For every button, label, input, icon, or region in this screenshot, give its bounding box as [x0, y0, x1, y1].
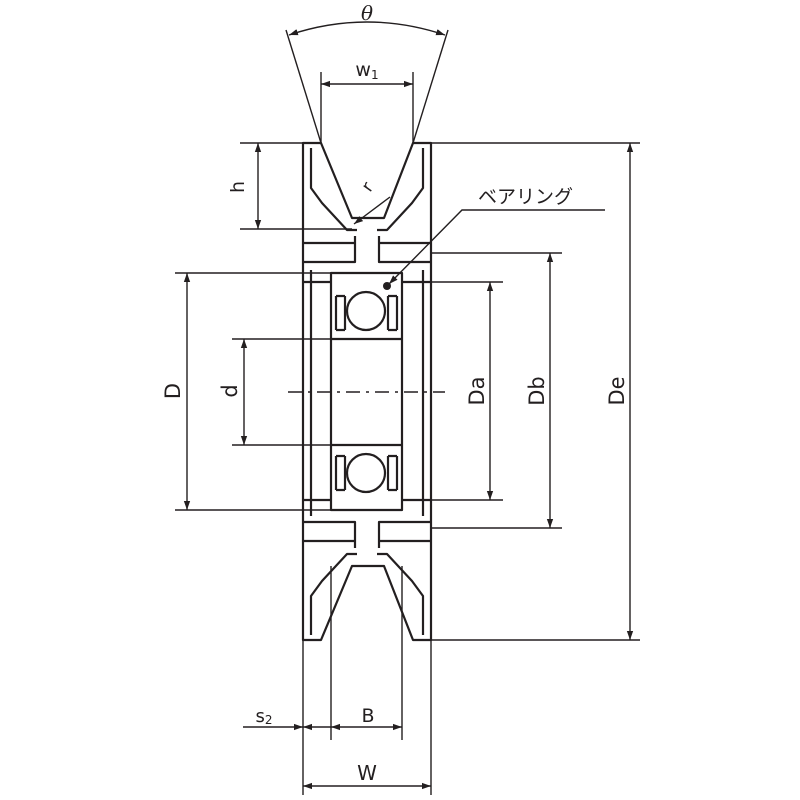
dimension-lines: [175, 21, 640, 795]
bearing-bore: [331, 337, 402, 447]
s2-label-sub: 2: [265, 713, 273, 727]
Db-label: Db: [525, 376, 549, 406]
groove-inner-bottom: [309, 552, 425, 635]
rib-bottom: [303, 520, 431, 548]
bearing-bottom: [334, 452, 399, 494]
B-label: B: [361, 705, 374, 727]
w1-label: w1: [355, 59, 378, 82]
bearing-ball-bottom: [345, 452, 387, 494]
groove-inner-top: [309, 148, 425, 232]
w1-label-sub: 1: [371, 68, 379, 82]
De-label: De: [605, 376, 629, 405]
r-label: r: [358, 179, 378, 196]
D-label: D: [161, 383, 185, 399]
W-label: W: [357, 761, 377, 785]
w1-label-main: w: [355, 59, 371, 81]
h-label: h: [227, 181, 249, 193]
d-label: d: [218, 384, 242, 397]
s2-label: s2: [255, 706, 272, 727]
bearing-ball-top: [345, 290, 387, 332]
bearing-label: ベアリング: [478, 186, 573, 208]
rib-top: [303, 236, 431, 264]
bearing-top: [334, 282, 399, 332]
s2-label-main: s: [255, 706, 264, 727]
hub-sides: [309, 270, 425, 516]
theta-label: θ: [361, 1, 373, 25]
Da-label: Da: [465, 376, 489, 405]
